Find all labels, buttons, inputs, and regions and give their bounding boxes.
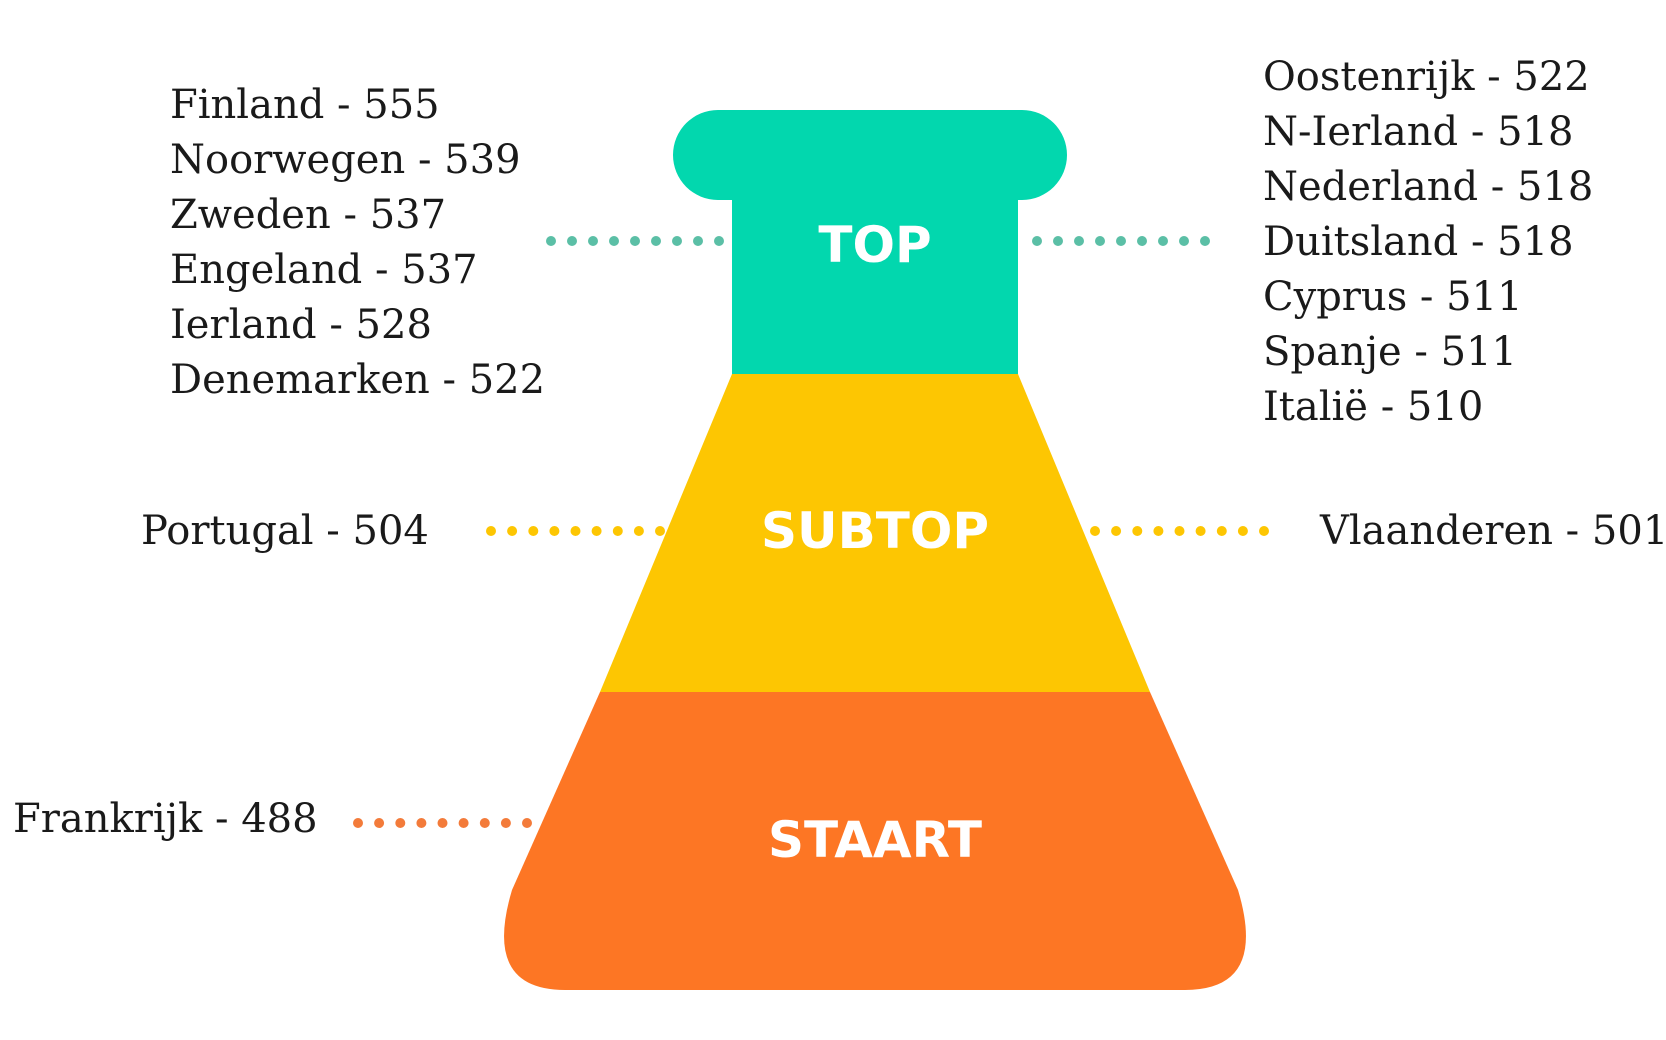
connector-dot bbox=[1195, 526, 1206, 536]
tier-staart-label: STAART bbox=[768, 811, 982, 869]
connector-dot bbox=[1095, 236, 1105, 246]
country-entry: Oostenrijk - 522 bbox=[1263, 54, 1590, 100]
tier-subtop-shape bbox=[600, 374, 1150, 692]
connector-dot bbox=[1158, 236, 1168, 246]
connector-dot bbox=[479, 818, 490, 828]
connector-dot bbox=[522, 818, 532, 828]
connector-dot bbox=[1053, 236, 1063, 246]
connector-dot bbox=[1200, 236, 1210, 246]
country-entry: Italië - 510 bbox=[1263, 384, 1484, 430]
connector-dot bbox=[546, 236, 556, 246]
connector-dot bbox=[609, 236, 619, 246]
country-entry: Nederland - 518 bbox=[1263, 164, 1594, 210]
top-right-country-list: Oostenrijk - 522 N-Ierland - 518 Nederla… bbox=[1263, 50, 1593, 435]
connector-dot bbox=[507, 526, 518, 536]
connector-dot bbox=[1179, 236, 1189, 246]
country-entry: Spanje - 511 bbox=[1263, 329, 1517, 375]
tier-staart-shape bbox=[504, 692, 1246, 990]
connector-dot bbox=[672, 236, 682, 246]
connector-dot bbox=[633, 526, 644, 536]
connector-top-left bbox=[546, 236, 724, 246]
country-entry: N-Ierland - 518 bbox=[1263, 109, 1574, 155]
country-entry: Finland - 555 bbox=[170, 82, 440, 128]
connector-dot bbox=[486, 526, 496, 536]
country-entry: Noorwegen - 539 bbox=[170, 137, 521, 183]
connector-dot bbox=[458, 818, 469, 828]
connector-dot bbox=[567, 236, 577, 246]
connector-top-right bbox=[1032, 236, 1210, 246]
staart-left-country: Frankrijk - 488 bbox=[13, 796, 318, 842]
connector-dot bbox=[1074, 236, 1084, 246]
top-left-country-list: Finland - 555 Noorwegen - 539 Zweden - 5… bbox=[170, 78, 545, 408]
tier-top-label: TOP bbox=[818, 216, 931, 274]
connector-subtop-left bbox=[486, 526, 665, 536]
connector-dot bbox=[1132, 526, 1143, 536]
connector-dot bbox=[1237, 526, 1248, 536]
connector-dot bbox=[1032, 236, 1042, 246]
connector-staart-left bbox=[353, 818, 532, 828]
connector-dot bbox=[570, 526, 581, 536]
connector-dot bbox=[693, 236, 703, 246]
connector-dot bbox=[500, 818, 511, 828]
connector-subtop-right bbox=[1090, 526, 1269, 536]
subtop-right-country: Vlaanderen - 501 bbox=[1320, 508, 1666, 554]
connector-dot bbox=[588, 236, 598, 246]
subtop-left-country: Portugal - 504 bbox=[141, 508, 429, 554]
connector-dot bbox=[1090, 526, 1100, 536]
country-entry: Cyprus - 511 bbox=[1263, 274, 1523, 320]
connector-dot bbox=[1116, 236, 1126, 246]
connector-dot bbox=[1111, 526, 1122, 536]
connector-dot bbox=[651, 236, 661, 246]
connector-dot bbox=[612, 526, 623, 536]
connector-dot bbox=[714, 236, 724, 246]
connector-dot bbox=[374, 818, 385, 828]
connector-dot bbox=[1216, 526, 1227, 536]
tier-top-shape bbox=[673, 110, 1067, 374]
connector-dot bbox=[591, 526, 602, 536]
connector-dot bbox=[1137, 236, 1147, 246]
connector-dot bbox=[416, 818, 427, 828]
connector-dot bbox=[549, 526, 560, 536]
connector-dot bbox=[655, 526, 665, 536]
connector-dot bbox=[437, 818, 448, 828]
country-entry: Duitsland - 518 bbox=[1263, 219, 1574, 265]
connector-dot bbox=[1153, 526, 1164, 536]
country-entry: Zweden - 537 bbox=[170, 192, 447, 238]
connector-dot bbox=[1259, 526, 1269, 536]
connector-dot bbox=[1174, 526, 1185, 536]
country-entry: Ierland - 528 bbox=[170, 302, 432, 348]
connector-dot bbox=[395, 818, 406, 828]
connector-dot bbox=[528, 526, 539, 536]
country-entry: Engeland - 537 bbox=[170, 247, 478, 293]
connector-dot bbox=[353, 818, 363, 828]
tier-subtop-label: SUBTOP bbox=[761, 502, 989, 560]
country-entry: Denemarken - 522 bbox=[170, 357, 546, 403]
connector-dot bbox=[630, 236, 640, 246]
